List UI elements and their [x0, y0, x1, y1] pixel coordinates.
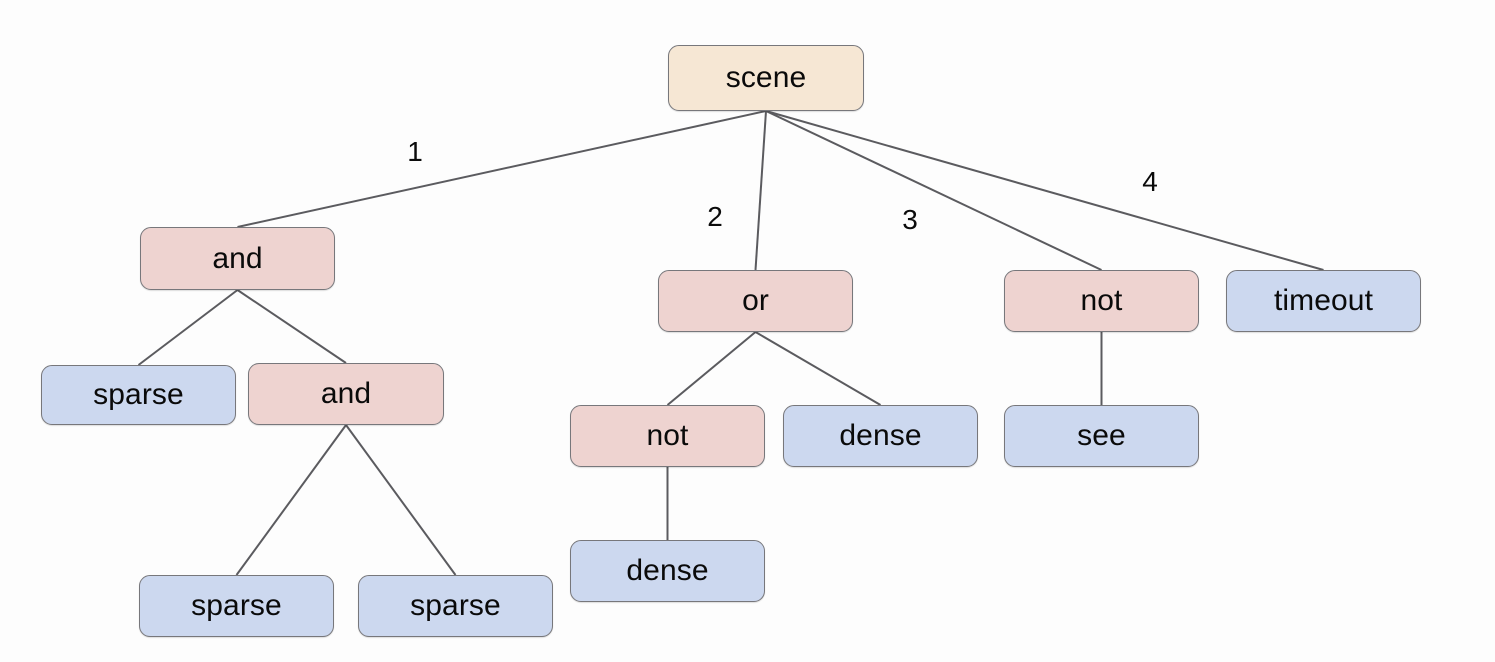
- tree-node-and1[interactable]: and: [140, 227, 335, 290]
- tree-node-and2[interactable]: and: [248, 363, 444, 425]
- tree-edge-scene-to-and1: [237, 110, 767, 228]
- tree-node-scene[interactable]: scene: [668, 45, 864, 111]
- tree-node-dense1[interactable]: dense: [783, 405, 978, 467]
- tree-node-label: scene: [725, 61, 807, 94]
- tree-node-or1[interactable]: or: [658, 270, 853, 332]
- tree-node-label: sparse: [191, 589, 282, 622]
- tree-edge-or1-to-dense1: [754, 331, 882, 406]
- tree-node-sparse1[interactable]: sparse: [41, 365, 236, 425]
- tree-node-label: sparse: [410, 589, 501, 622]
- tree-node-label: timeout: [1273, 284, 1374, 317]
- tree-edge-and1-to-and2: [236, 289, 347, 364]
- tree-node-timeout1[interactable]: timeout: [1226, 270, 1421, 332]
- tree-node-label: not: [1080, 284, 1123, 317]
- edge-label-e2: 2: [707, 201, 723, 232]
- tree-node-sparse3[interactable]: sparse: [358, 575, 553, 637]
- edge-label-e3: 3: [902, 204, 918, 235]
- tree-edge-and2-to-sparse2: [235, 424, 347, 576]
- tree-node-see1[interactable]: see: [1004, 405, 1199, 467]
- tree-node-label: not: [646, 419, 689, 452]
- tree-node-label: dense: [626, 554, 709, 587]
- tree-node-sparse2[interactable]: sparse: [139, 575, 334, 637]
- tree-edge-scene-to-timeout1: [765, 110, 1324, 271]
- tree-edge-scene-to-or1: [754, 110, 767, 271]
- tree-node-not1[interactable]: not: [1004, 270, 1199, 332]
- tree-node-label: sparse: [93, 378, 184, 411]
- tree-node-not2[interactable]: not: [570, 405, 765, 467]
- tree-node-label: dense: [839, 419, 922, 452]
- edge-label-e1: 1: [407, 136, 423, 167]
- tree-node-label: and: [320, 377, 372, 410]
- tree-node-label: and: [212, 241, 263, 275]
- edge-label-e4: 4: [1142, 166, 1158, 197]
- tree-edge-and1-to-sparse1: [137, 289, 239, 366]
- tree-node-label: or: [742, 284, 769, 317]
- tree-node-dense2[interactable]: dense: [570, 540, 765, 602]
- tree-edge-and2-to-sparse3: [345, 424, 457, 576]
- tree-edge-scene-to-not1: [765, 110, 1102, 271]
- tree-edge-or1-to-not2: [666, 331, 757, 406]
- tree-node-label: see: [1077, 419, 1126, 452]
